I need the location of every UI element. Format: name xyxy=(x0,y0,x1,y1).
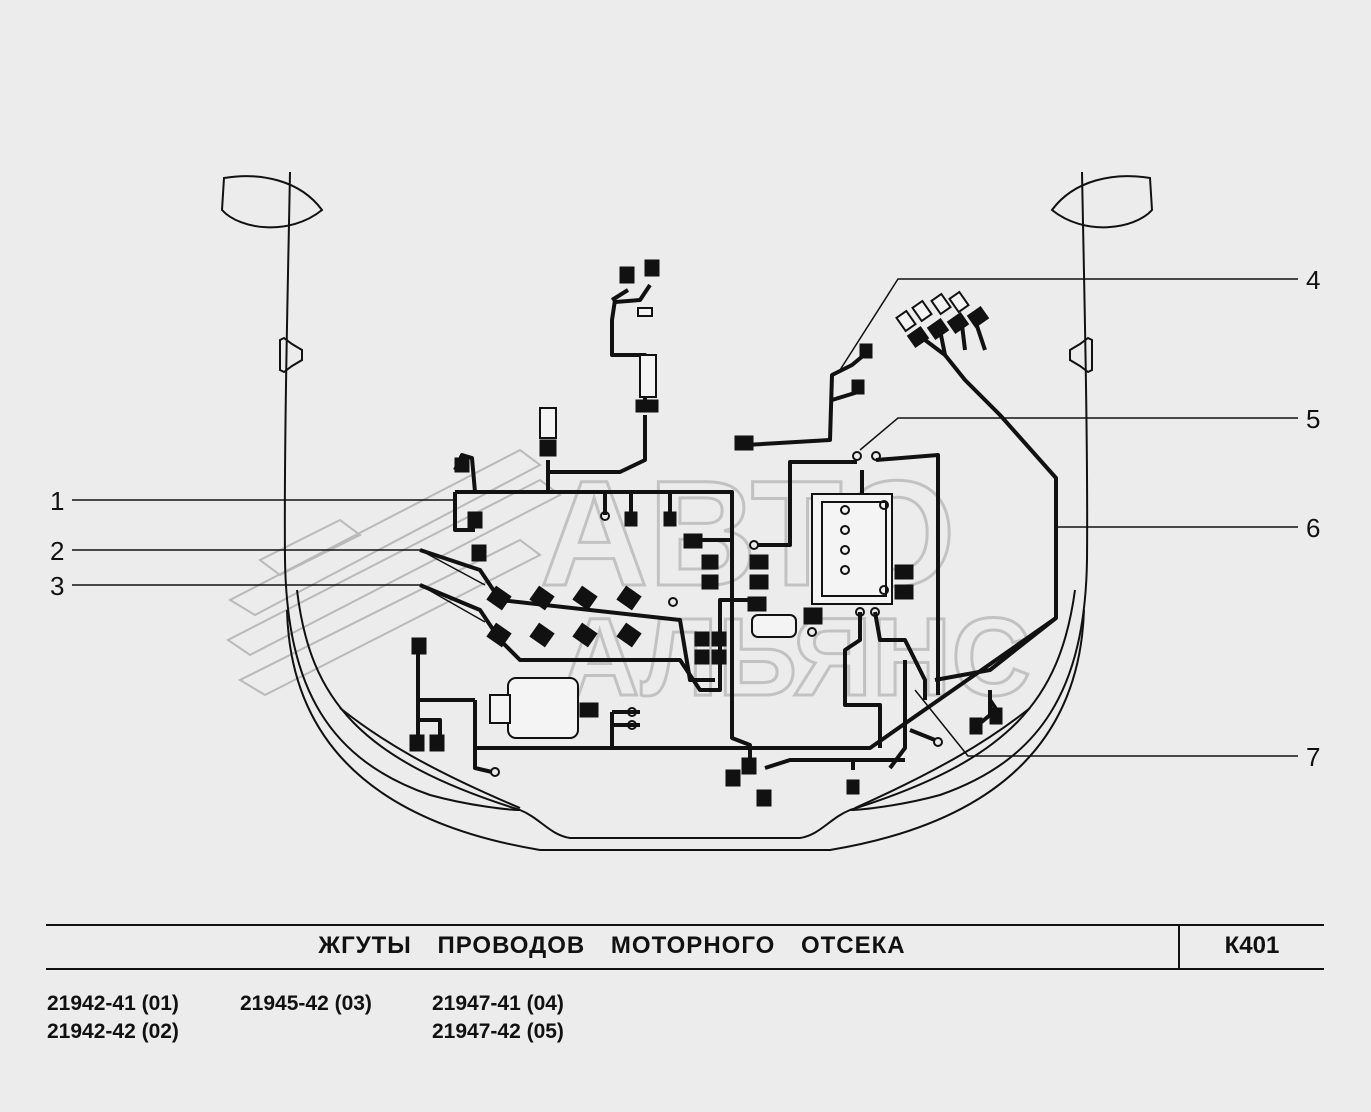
harness-1 xyxy=(455,490,752,770)
battery xyxy=(811,493,893,605)
harness-4 xyxy=(744,353,866,447)
left-hinge xyxy=(279,336,303,374)
watermark-stripes xyxy=(226,448,562,697)
variant-item: 21947-41 (04) xyxy=(432,992,564,1015)
callout-5: 5 xyxy=(1306,404,1321,434)
leader-3 xyxy=(72,584,486,623)
harness-5 xyxy=(758,460,857,547)
fuse-box xyxy=(639,354,657,398)
variant-item: 21942-42 (02) xyxy=(47,1020,179,1043)
callout-leaders xyxy=(72,278,1298,757)
variant-item: 21947-42 (05) xyxy=(432,1020,564,1043)
title-separator xyxy=(1178,926,1180,968)
watermark: АВТО АЛЬЯНС xyxy=(226,448,1032,721)
leader-2 xyxy=(72,549,486,586)
ring-terminals xyxy=(490,451,943,777)
drawing-title: ЖГУТЫ ПРОВОДОВ МОТОРНОГО ОТСЕКА xyxy=(318,932,906,959)
callout-7: 7 xyxy=(1306,742,1321,772)
drawing-code: К401 xyxy=(1224,932,1280,959)
components xyxy=(489,307,893,739)
connectors xyxy=(409,259,1003,807)
harness-6 xyxy=(923,338,947,357)
callout-6: 6 xyxy=(1306,513,1321,543)
callout-2: 2 xyxy=(50,536,65,566)
leader-7 xyxy=(914,689,1298,757)
callout-1: 1 xyxy=(50,486,65,516)
variant-item: 21942-41 (01) xyxy=(47,992,179,1015)
car-body-outline xyxy=(220,171,1154,851)
callout-3: 3 xyxy=(50,571,65,601)
variant-item: 21945-42 (03) xyxy=(240,992,372,1015)
battery-inner xyxy=(821,501,887,597)
callout-4: 4 xyxy=(1306,265,1321,295)
sensor-left xyxy=(539,407,557,439)
title-block: ЖГУТЫ ПРОВОДОВ МОТОРНОГО ОТСЕКА К401 xyxy=(46,924,1324,970)
leader-5 xyxy=(859,417,1298,451)
harness-7 xyxy=(843,612,882,748)
sensor-module xyxy=(751,614,797,638)
spark-plug-caps xyxy=(895,290,970,333)
ecu-module xyxy=(507,677,579,739)
right-hinge xyxy=(1069,336,1093,374)
leader-4 xyxy=(839,278,1298,371)
watermark-line1: АВТО xyxy=(540,449,956,617)
ecu-bracket xyxy=(489,694,511,724)
left-mirror xyxy=(220,175,324,229)
right-mirror xyxy=(1050,175,1154,229)
relay-top xyxy=(637,307,653,317)
harness-3 xyxy=(419,583,755,692)
